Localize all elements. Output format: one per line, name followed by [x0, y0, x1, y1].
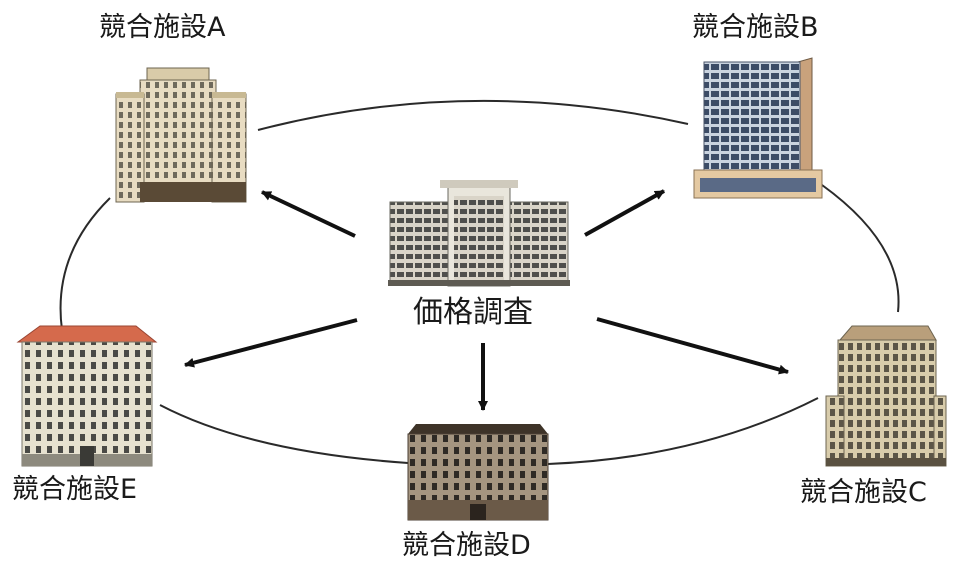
ring-segment-d-e	[159, 404, 409, 464]
ring-segment-e-a	[59, 197, 111, 331]
building-e	[16, 325, 158, 467]
facility-e-label: 競合施設E	[12, 474, 138, 505]
building-d	[407, 424, 549, 521]
center-building	[388, 180, 570, 287]
center-label: 価格調査	[413, 295, 533, 330]
facility-a-label: 競合施設A	[99, 12, 226, 43]
building-c	[825, 325, 947, 467]
ring-segment-c-d	[547, 397, 819, 465]
facility-c-label: 競合施設C	[800, 477, 927, 508]
building-b	[693, 57, 823, 199]
ring-segment-b-c	[821, 184, 900, 313]
arrow-to-b	[584, 189, 665, 237]
facility-d-label: 競合施設D	[402, 530, 531, 561]
arrow-to-a	[261, 190, 356, 238]
facility-b-label: 競合施設B	[692, 12, 819, 43]
building-a	[115, 67, 247, 203]
arrow-to-c	[596, 317, 789, 375]
arrow-to-e	[184, 318, 358, 368]
ring-segment-a-b	[257, 99, 689, 131]
